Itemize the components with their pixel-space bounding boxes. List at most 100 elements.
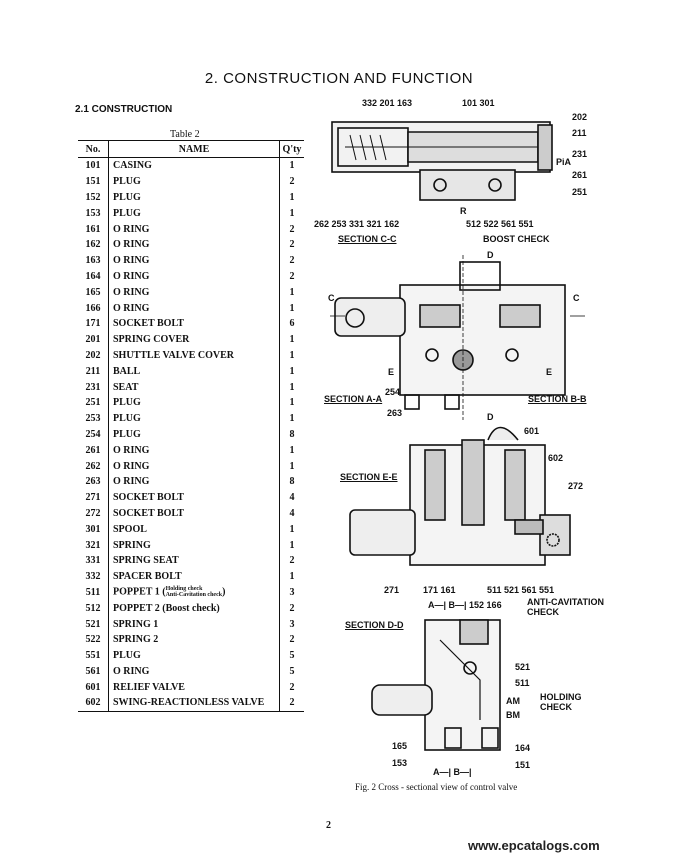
- part-qty: 1: [279, 442, 304, 459]
- label-171-161: 171 161: [423, 585, 456, 595]
- part-number: 201: [78, 331, 109, 348]
- section-dd-label: SECTION D-D: [345, 620, 404, 630]
- part-name: O RING: [113, 286, 150, 298]
- anti-cavitation-check-label: CHECK: [527, 607, 560, 617]
- figure-caption: Fig. 2 Cross - sectional view of control…: [355, 782, 518, 792]
- label-521: 521: [515, 662, 531, 672]
- label-164: 164: [515, 743, 531, 753]
- label-c-left: C: [328, 293, 335, 303]
- label-512-522-561-551: 512 522 561 551: [466, 219, 534, 229]
- part-number: 511: [78, 584, 109, 601]
- part-number: 551: [78, 647, 109, 664]
- part-qty: 2: [279, 552, 304, 569]
- part-qty: 2: [279, 600, 304, 617]
- part-qty: 1: [279, 458, 304, 474]
- note-holding-check: Holding check: [165, 586, 203, 593]
- section-cc-drawing: [331, 121, 553, 201]
- label-r: R: [460, 206, 467, 216]
- part-name: O RING: [113, 302, 150, 314]
- label-c-right: C: [573, 293, 580, 303]
- part-number: 263: [78, 473, 109, 490]
- part-name: PLUG: [113, 650, 141, 662]
- label-cc-bottom-parts: 262 253 331 321 162: [314, 219, 400, 229]
- part-name-text: POPPET 1 (: [113, 586, 166, 598]
- part-number: 512: [78, 600, 109, 617]
- part-name: SPACER BOLT: [113, 571, 182, 583]
- part-name: SOCKET BOLT: [113, 507, 184, 519]
- part-number: 161: [78, 221, 109, 237]
- label-272: 272: [568, 481, 584, 491]
- label-602: 602: [548, 453, 564, 463]
- part-name: SHUTTLE VALVE COVER: [113, 349, 234, 361]
- part-number: 321: [78, 537, 109, 553]
- label-211: 211: [572, 128, 587, 138]
- label-261: 261: [572, 170, 588, 180]
- part-name: PLUG: [113, 413, 141, 425]
- label-ab-bottom: A—| B—|: [433, 767, 472, 777]
- part-name: CASING: [113, 160, 152, 172]
- section-ee-label: SECTION E-E: [340, 472, 398, 482]
- part-qty: 2: [279, 679, 304, 696]
- table-row: 251 PLUG 1: [78, 394, 304, 411]
- part-number: 272: [78, 505, 109, 522]
- label-165: 165: [392, 741, 408, 751]
- part-number: 271: [78, 489, 109, 506]
- part-name: BALL: [113, 365, 141, 377]
- header-name: NAME: [108, 140, 280, 158]
- section-aa-label: SECTION A-A: [324, 394, 383, 404]
- part-number: 601: [78, 679, 109, 696]
- table-row: 165 O RING 1: [78, 284, 304, 301]
- part-number: 163: [78, 252, 109, 269]
- part-name: SPOOL: [113, 523, 147, 535]
- part-number: 171: [78, 315, 109, 332]
- part-number: 251: [78, 394, 109, 411]
- part-name: O RING: [113, 223, 150, 235]
- part-name: SPRING 1: [113, 618, 159, 630]
- part-name: PLUG: [113, 207, 141, 219]
- part-qty: 1: [279, 189, 304, 206]
- anti-cavitation-label: ANTI-CAVITATION: [527, 597, 604, 607]
- section-ab-drawing: [330, 255, 585, 420]
- part-number: 165: [78, 284, 109, 301]
- part-name: PLUG: [113, 397, 141, 409]
- label-332-201-163: 332 201 163: [362, 98, 413, 108]
- part-qty: 1: [279, 284, 304, 301]
- label-ab-152-166: A—| B—| 152 166: [428, 600, 502, 610]
- part-qty: 1: [279, 394, 304, 411]
- part-qty: 2: [279, 252, 304, 269]
- label-d-bottom: D: [487, 412, 494, 422]
- label-231: 231: [572, 149, 588, 159]
- label-d-top: D: [487, 250, 494, 260]
- part-number: 561: [78, 663, 109, 680]
- page-title: 2. CONSTRUCTION AND FUNCTION: [204, 70, 474, 87]
- part-name: SEAT: [113, 381, 139, 393]
- part-qty: 1: [279, 300, 304, 316]
- holding-label: HOLDING: [540, 692, 582, 702]
- part-qty: 1: [279, 537, 304, 553]
- part-name: SOCKET BOLT: [113, 492, 184, 504]
- section-bb-label: SECTION B-B: [528, 394, 587, 404]
- part-name: SPRING 2: [113, 634, 159, 646]
- part-name: SOCKET BOLT: [113, 318, 184, 330]
- label-251: 251: [572, 187, 588, 197]
- part-qty: 8: [279, 426, 304, 443]
- part-qty: 2: [279, 631, 304, 648]
- part-name: SWING-REACTIONLESS VALVE: [108, 695, 280, 712]
- part-name: SPRING SEAT: [113, 555, 179, 567]
- label-pia: PiA: [556, 157, 572, 167]
